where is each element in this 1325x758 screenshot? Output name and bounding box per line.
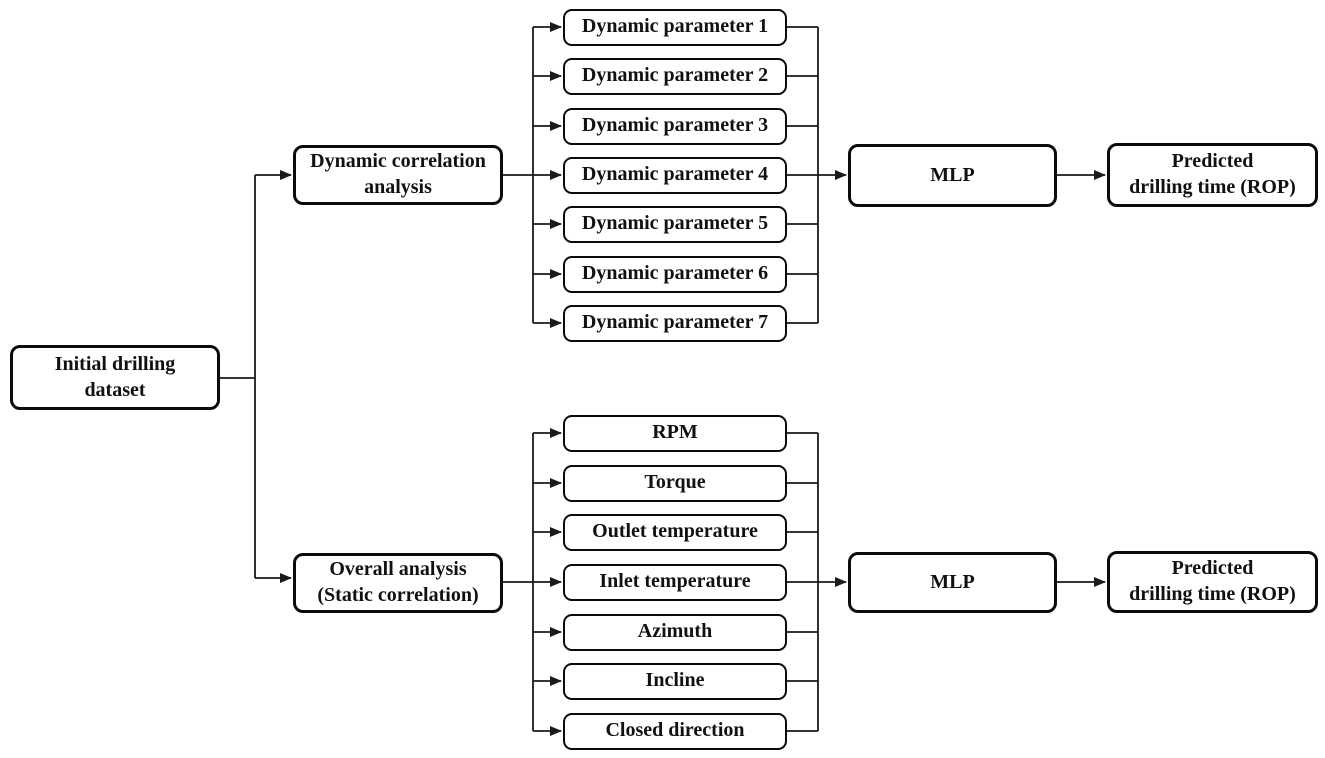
node-dynamic-parameter-6: Dynamic parameter 6 <box>563 255 787 293</box>
node-mlp-top: MLP <box>848 144 1057 207</box>
node-dynamic-parameter-7: Dynamic parameter 7 <box>563 304 787 342</box>
node-predicted-drilling-time-top: Predicted drilling time (ROP) <box>1107 143 1318 207</box>
node-overall-analysis-static-correlation: Overall analysis (Static correlation) <box>293 553 503 613</box>
node-rpm: RPM <box>563 414 787 452</box>
node-predicted-drilling-time-bottom: Predicted drilling time (ROP) <box>1107 551 1318 613</box>
node-dynamic-parameter-3: Dynamic parameter 3 <box>563 107 787 145</box>
node-outlet-temperature: Outlet temperature <box>563 513 787 551</box>
node-dynamic-parameter-2: Dynamic parameter 2 <box>563 57 787 95</box>
node-closed-direction: Closed direction <box>563 712 787 750</box>
node-azimuth: Azimuth <box>563 613 787 651</box>
node-incline: Incline <box>563 662 787 700</box>
node-initial-drilling-dataset: Initial drilling dataset <box>10 345 220 410</box>
node-mlp-bottom: MLP <box>848 552 1057 613</box>
node-dynamic-parameter-4: Dynamic parameter 4 <box>563 156 787 194</box>
node-inlet-temperature: Inlet temperature <box>563 563 787 601</box>
node-dynamic-correlation-analysis: Dynamic correlation analysis <box>293 145 503 205</box>
node-dynamic-parameter-1: Dynamic parameter 1 <box>563 8 787 46</box>
node-dynamic-parameter-5: Dynamic parameter 5 <box>563 205 787 243</box>
node-torque: Torque <box>563 464 787 502</box>
